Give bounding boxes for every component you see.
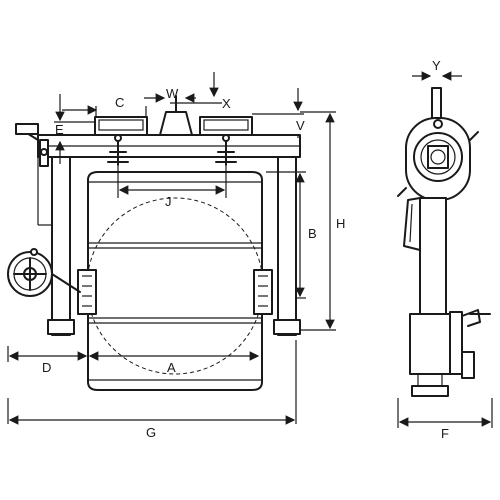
dimension-v: V <box>252 88 305 138</box>
label-d: D <box>42 360 51 375</box>
right-clamp <box>253 269 273 315</box>
label-b: B <box>308 226 317 241</box>
left-bung-housing <box>94 116 148 166</box>
side-column <box>403 197 447 317</box>
left-frame-leg <box>37 156 75 336</box>
tilt-handwheel <box>7 248 81 297</box>
side-view: F Y <box>397 58 493 441</box>
label-h: H <box>336 216 345 231</box>
top-beam <box>37 134 301 158</box>
dimension-j: J <box>117 166 227 209</box>
dimension-b: B <box>266 171 317 299</box>
label-a: A <box>167 360 176 375</box>
side-base <box>409 313 451 397</box>
dimension-g: G <box>7 340 297 440</box>
right-frame-leg <box>273 156 301 336</box>
dimension-a: A <box>88 351 260 375</box>
side-upper-frame <box>397 117 479 201</box>
dimension-x: X <box>170 72 231 111</box>
dimension-h: H <box>300 111 345 331</box>
label-y: Y <box>432 58 441 73</box>
top-crank-handle <box>15 123 49 167</box>
dimension-d: D <box>7 346 88 375</box>
drum <box>86 171 264 391</box>
label-x: X <box>222 96 231 111</box>
label-f: F <box>441 426 449 441</box>
label-w: W <box>166 86 179 101</box>
label-c: C <box>115 95 124 110</box>
dimension-e: E <box>54 94 96 164</box>
center-lift-hook <box>159 95 193 136</box>
right-bung-housing <box>199 116 253 166</box>
side-top-shaft <box>431 87 442 121</box>
label-e: E <box>55 122 64 137</box>
dimension-c: C <box>62 95 147 117</box>
left-clamp <box>77 269 97 315</box>
label-g: G <box>146 425 156 440</box>
label-v: V <box>296 118 305 133</box>
side-tilt-wheel <box>449 309 491 379</box>
dimension-w: W <box>144 86 196 103</box>
front-view: G D A J B H <box>7 72 345 440</box>
dimension-f: F <box>397 398 493 441</box>
dimension-y: Y <box>412 58 462 81</box>
label-j: J <box>165 194 172 209</box>
